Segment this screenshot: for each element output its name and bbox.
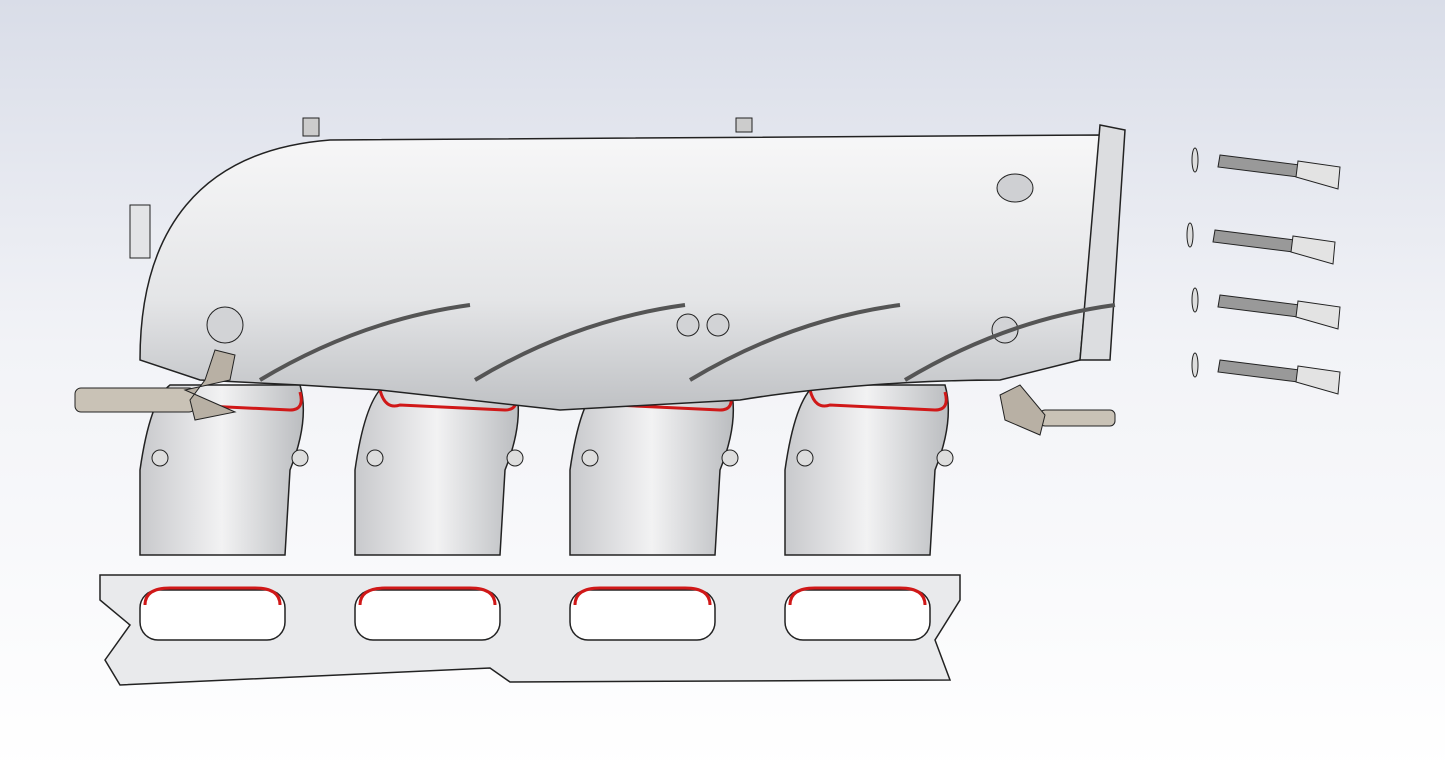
port-gasket (573, 586, 712, 606)
throttle-flange (1079, 124, 1126, 361)
flange-port (569, 589, 716, 641)
bolt-thread (1217, 294, 1301, 318)
port-gasket (143, 586, 282, 606)
plenum-rib (473, 303, 686, 382)
bolt-thread (1217, 359, 1301, 383)
washer (1186, 222, 1194, 248)
runner-gasket (808, 389, 948, 412)
top-bolt-1 (302, 117, 320, 137)
bolt-thread (1217, 154, 1301, 178)
elbow-fitting-right (999, 384, 1046, 436)
runner-bolt (936, 449, 954, 467)
boss-vacuum-port (996, 173, 1034, 203)
washer (1191, 287, 1199, 313)
boss-port-a (676, 313, 700, 337)
fuel-fitting-left (74, 387, 196, 413)
plenum-rib (688, 303, 901, 382)
bolt-head (1290, 235, 1336, 265)
plenum-tail-cap (129, 204, 151, 259)
plenum-rib (258, 303, 471, 382)
port-gasket (788, 586, 927, 606)
flange-port (139, 589, 286, 641)
plenum-ribs (258, 303, 1116, 382)
washer (1191, 147, 1199, 173)
washer (1191, 352, 1199, 378)
runner-bolt (796, 449, 814, 467)
elbow-fitting-left (183, 349, 237, 421)
flange-ports (139, 586, 931, 641)
top-bolt-2 (735, 117, 753, 133)
loose-bolts (1186, 147, 1341, 395)
plenum (139, 134, 1101, 411)
fuel-fitting-right (1039, 409, 1116, 427)
bolt-head (1295, 300, 1341, 330)
bolt-thread (1212, 229, 1296, 253)
bolt-head (1295, 160, 1341, 190)
flange-port (784, 589, 931, 641)
runner-bolt (366, 449, 384, 467)
runners (139, 384, 954, 556)
boss-port-b (706, 313, 730, 337)
runner-bolt (151, 449, 169, 467)
runner-bolt (721, 449, 739, 467)
runner-bolt (506, 449, 524, 467)
runner-bolt (291, 449, 309, 467)
runner-bolt (581, 449, 599, 467)
plenum-rib (903, 303, 1116, 382)
bolt-head (1295, 365, 1341, 395)
mounting-flange (99, 574, 961, 686)
port-gasket (358, 586, 497, 606)
flange-port (354, 589, 501, 641)
boss-sensor (206, 306, 244, 344)
